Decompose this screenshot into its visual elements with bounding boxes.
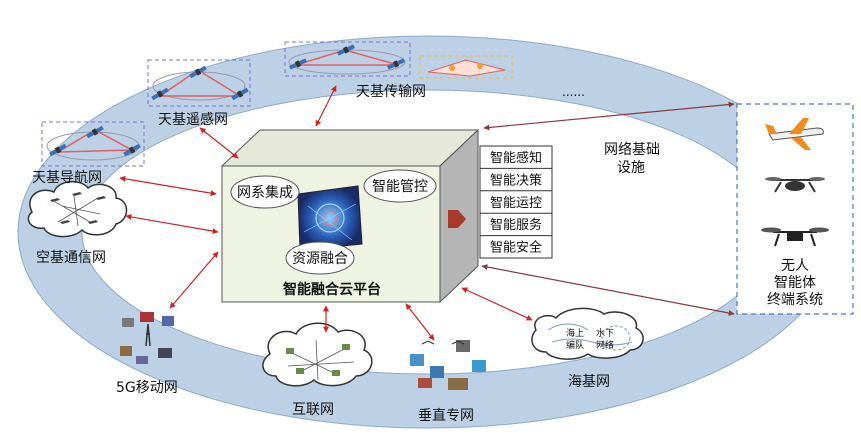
function-item-perception: 智能感知 bbox=[490, 150, 542, 166]
label-transmission-network: 天基传输网 bbox=[356, 83, 426, 100]
internet-cloud bbox=[262, 322, 373, 387]
terminal-label-line1: 无人 bbox=[781, 258, 809, 274]
platform-title: 智能融合云平台 bbox=[282, 281, 381, 298]
label-air-network: 空基通信网 bbox=[36, 249, 106, 266]
remote-sensing-satellites bbox=[147, 59, 251, 107]
function-item-service: 智能服务 bbox=[490, 217, 542, 233]
function-item-operation: 智能运控 bbox=[490, 196, 542, 211]
sea-cloud-right-line2: 网络 bbox=[596, 339, 614, 351]
satellite-icon bbox=[86, 125, 104, 139]
terminal-label-line3: 终端系统 bbox=[767, 292, 823, 308]
label-infrastructure-line2: 设施 bbox=[617, 160, 645, 176]
module-ellipse-integration bbox=[230, 175, 300, 209]
quadcopter-icon bbox=[761, 227, 829, 247]
module-integration: 网系集成 bbox=[237, 184, 293, 201]
platform-box-top bbox=[220, 129, 480, 167]
transmission-satellites bbox=[284, 41, 513, 79]
terminal-label-line2: 智能体 bbox=[774, 275, 816, 291]
satellite-icon bbox=[386, 58, 406, 70]
satellite-icon bbox=[231, 87, 249, 101]
side-arrow-icon bbox=[448, 210, 466, 228]
satellite-icon bbox=[123, 143, 141, 157]
air-network-cloud bbox=[27, 180, 128, 238]
label-ellipsis: ...... bbox=[562, 85, 585, 99]
satellite-icon bbox=[288, 58, 308, 70]
ai-brain-graphic bbox=[297, 185, 363, 251]
sea-cloud-left-line1: 海上 bbox=[566, 327, 584, 339]
sea-cloud-left-line2: 编队 bbox=[566, 339, 584, 351]
satellite-icon bbox=[189, 65, 207, 79]
label-sea-network: 海基网 bbox=[568, 373, 610, 390]
mobile-5g-icons bbox=[120, 312, 174, 364]
label-5g-network: 5G移动网 bbox=[116, 380, 178, 396]
label-vertical-network: 垂直专网 bbox=[418, 407, 474, 424]
label-internet: 互联网 bbox=[292, 402, 334, 418]
sea-cloud-right-line1: 水下 bbox=[596, 327, 614, 339]
function-item-security: 智能安全 bbox=[490, 240, 542, 256]
platform-box bbox=[220, 128, 480, 304]
label-navigation-network: 天基导航网 bbox=[32, 169, 102, 186]
satellite-icon bbox=[49, 143, 67, 157]
vertical-network-icons bbox=[410, 340, 486, 390]
module-control: 智能管控 bbox=[372, 179, 428, 195]
function-item-decision: 智能决策 bbox=[490, 172, 542, 188]
navigation-satellites bbox=[41, 121, 145, 167]
module-resources: 资源融合 bbox=[292, 251, 348, 267]
airplane-icon bbox=[765, 118, 824, 150]
sea-network-cloud bbox=[531, 307, 644, 360]
module-ellipse-resources bbox=[285, 241, 355, 275]
label-infrastructure-line1: 网络基础 bbox=[604, 141, 660, 158]
module-ellipse-control bbox=[363, 169, 437, 203]
drone-icon bbox=[765, 177, 825, 193]
terminal-arrows bbox=[481, 101, 735, 316]
function-table bbox=[479, 145, 553, 259]
label-remote-sensing-network: 天基遥感网 bbox=[158, 111, 228, 128]
satellite-icon bbox=[336, 44, 356, 56]
satellite-icon bbox=[151, 87, 169, 101]
